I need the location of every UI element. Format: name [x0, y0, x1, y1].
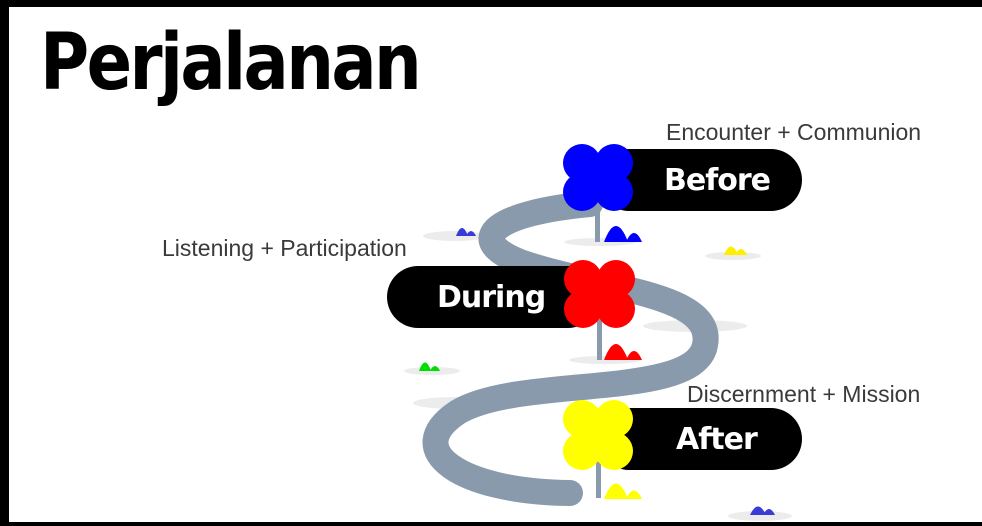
tree-mound-during: [604, 344, 642, 360]
stage-pill-after: After: [598, 408, 802, 470]
mound-blue-left: [456, 228, 476, 236]
tree-crown-after: [563, 400, 633, 470]
stage-label-before: Before: [664, 162, 771, 198]
tree-trunk-during: [597, 312, 602, 360]
ground-shadow: [705, 252, 761, 260]
stage-caption-before: Encounter + Communion: [666, 119, 922, 145]
stage-label-during: During: [437, 279, 546, 315]
winding-path: [422, 191, 719, 506]
tree-mound-before: [604, 226, 642, 242]
stage-label-after: After: [676, 421, 758, 457]
stage-pill-during: During: [387, 266, 599, 328]
tree-crown-during: [564, 260, 635, 328]
tree-mound-after: [604, 483, 642, 499]
stage-caption-after: Discernment + Mission: [687, 381, 921, 407]
stage-caption-during: Listening + Participation: [162, 235, 407, 261]
mound-yellow-right: [724, 246, 747, 255]
tree-trunk-before: [595, 196, 600, 242]
mound-green: [419, 362, 440, 371]
mound-blue-bottom: [750, 506, 775, 515]
ground-shadow: [728, 511, 792, 521]
tree-trunk-after: [596, 458, 601, 498]
tree-crown-before: [563, 144, 633, 211]
page-title: Perjalanan: [40, 18, 422, 108]
